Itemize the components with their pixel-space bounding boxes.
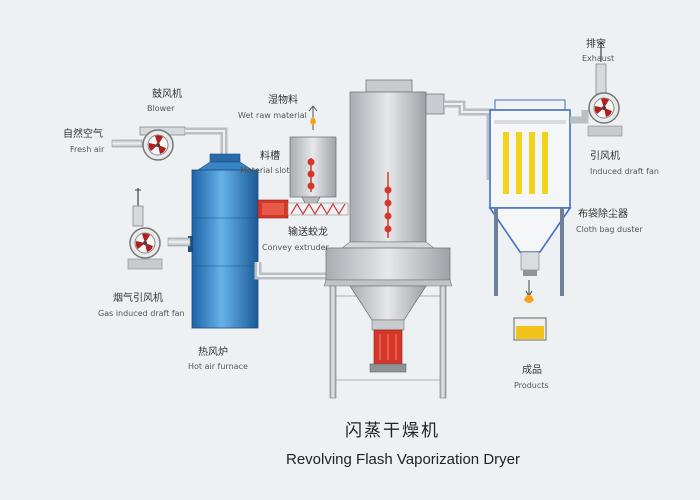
material-slot [289,105,337,208]
flash-dryer-column [323,79,453,399]
gas-induced-draft-fan-icon [127,188,191,270]
hot-air-furnace-label-en: Hot air furnace [188,362,248,371]
dryer-outlet-duct [444,100,494,180]
cloth-bag-duster-label-en: Cloth bag duster [576,225,643,234]
fresh-air-label-cn: 自然空气 [63,129,103,140]
gas-fan-label-cn: 烟气引风机 [113,293,163,304]
fresh-air-inlet-pipe [111,139,143,148]
blower-label-cn: 鼓风机 [152,89,182,100]
blower-outlet-pipe [185,127,228,156]
gas-fan-label-en: Gas induced draft fan [98,309,185,318]
material-slot-label-cn: 料槽 [260,151,280,162]
blower-label-en: Blower [147,104,175,113]
induced-draft-fan-label-cn: 引风机 [590,151,620,162]
convey-extruder [257,199,349,219]
duster-to-fan-pipe [570,110,589,124]
diagram-title-en: Revolving Flash Vaporization Dryer [286,451,520,468]
material-slot-label-en: Material slot [240,166,290,175]
convey-extruder-label-en: Convey extruder [262,243,329,252]
cloth-bag-duster [488,99,572,296]
hot-air-duct [254,262,326,280]
exhaust-label-cn: 排空 [586,39,606,50]
cloth-bag-duster-label-cn: 布袋除尘器 [578,209,628,220]
induced-draft-fan-icon [587,41,623,137]
blower-fan-icon [139,126,186,161]
induced-draft-fan-label-en: Induced draft fan [590,167,659,176]
flame-icon [310,117,316,125]
diagram-title-cn: 闪蒸干燥机 [345,421,440,441]
wet-raw-material-label-en: Wet raw material [238,111,307,120]
hot-air-furnace [188,153,259,329]
fresh-air-label-en: Fresh air [70,145,105,154]
product-container [513,280,547,341]
convey-extruder-label-cn: 输送蛟龙 [288,227,328,238]
products-label-cn: 成品 [522,365,542,376]
exhaust-label-en: Exhaust [582,54,615,63]
products-label-en: Products [514,381,549,390]
wet-raw-material-label-cn: 湿物料 [268,95,298,106]
hot-air-furnace-label-cn: 热风炉 [198,347,228,358]
